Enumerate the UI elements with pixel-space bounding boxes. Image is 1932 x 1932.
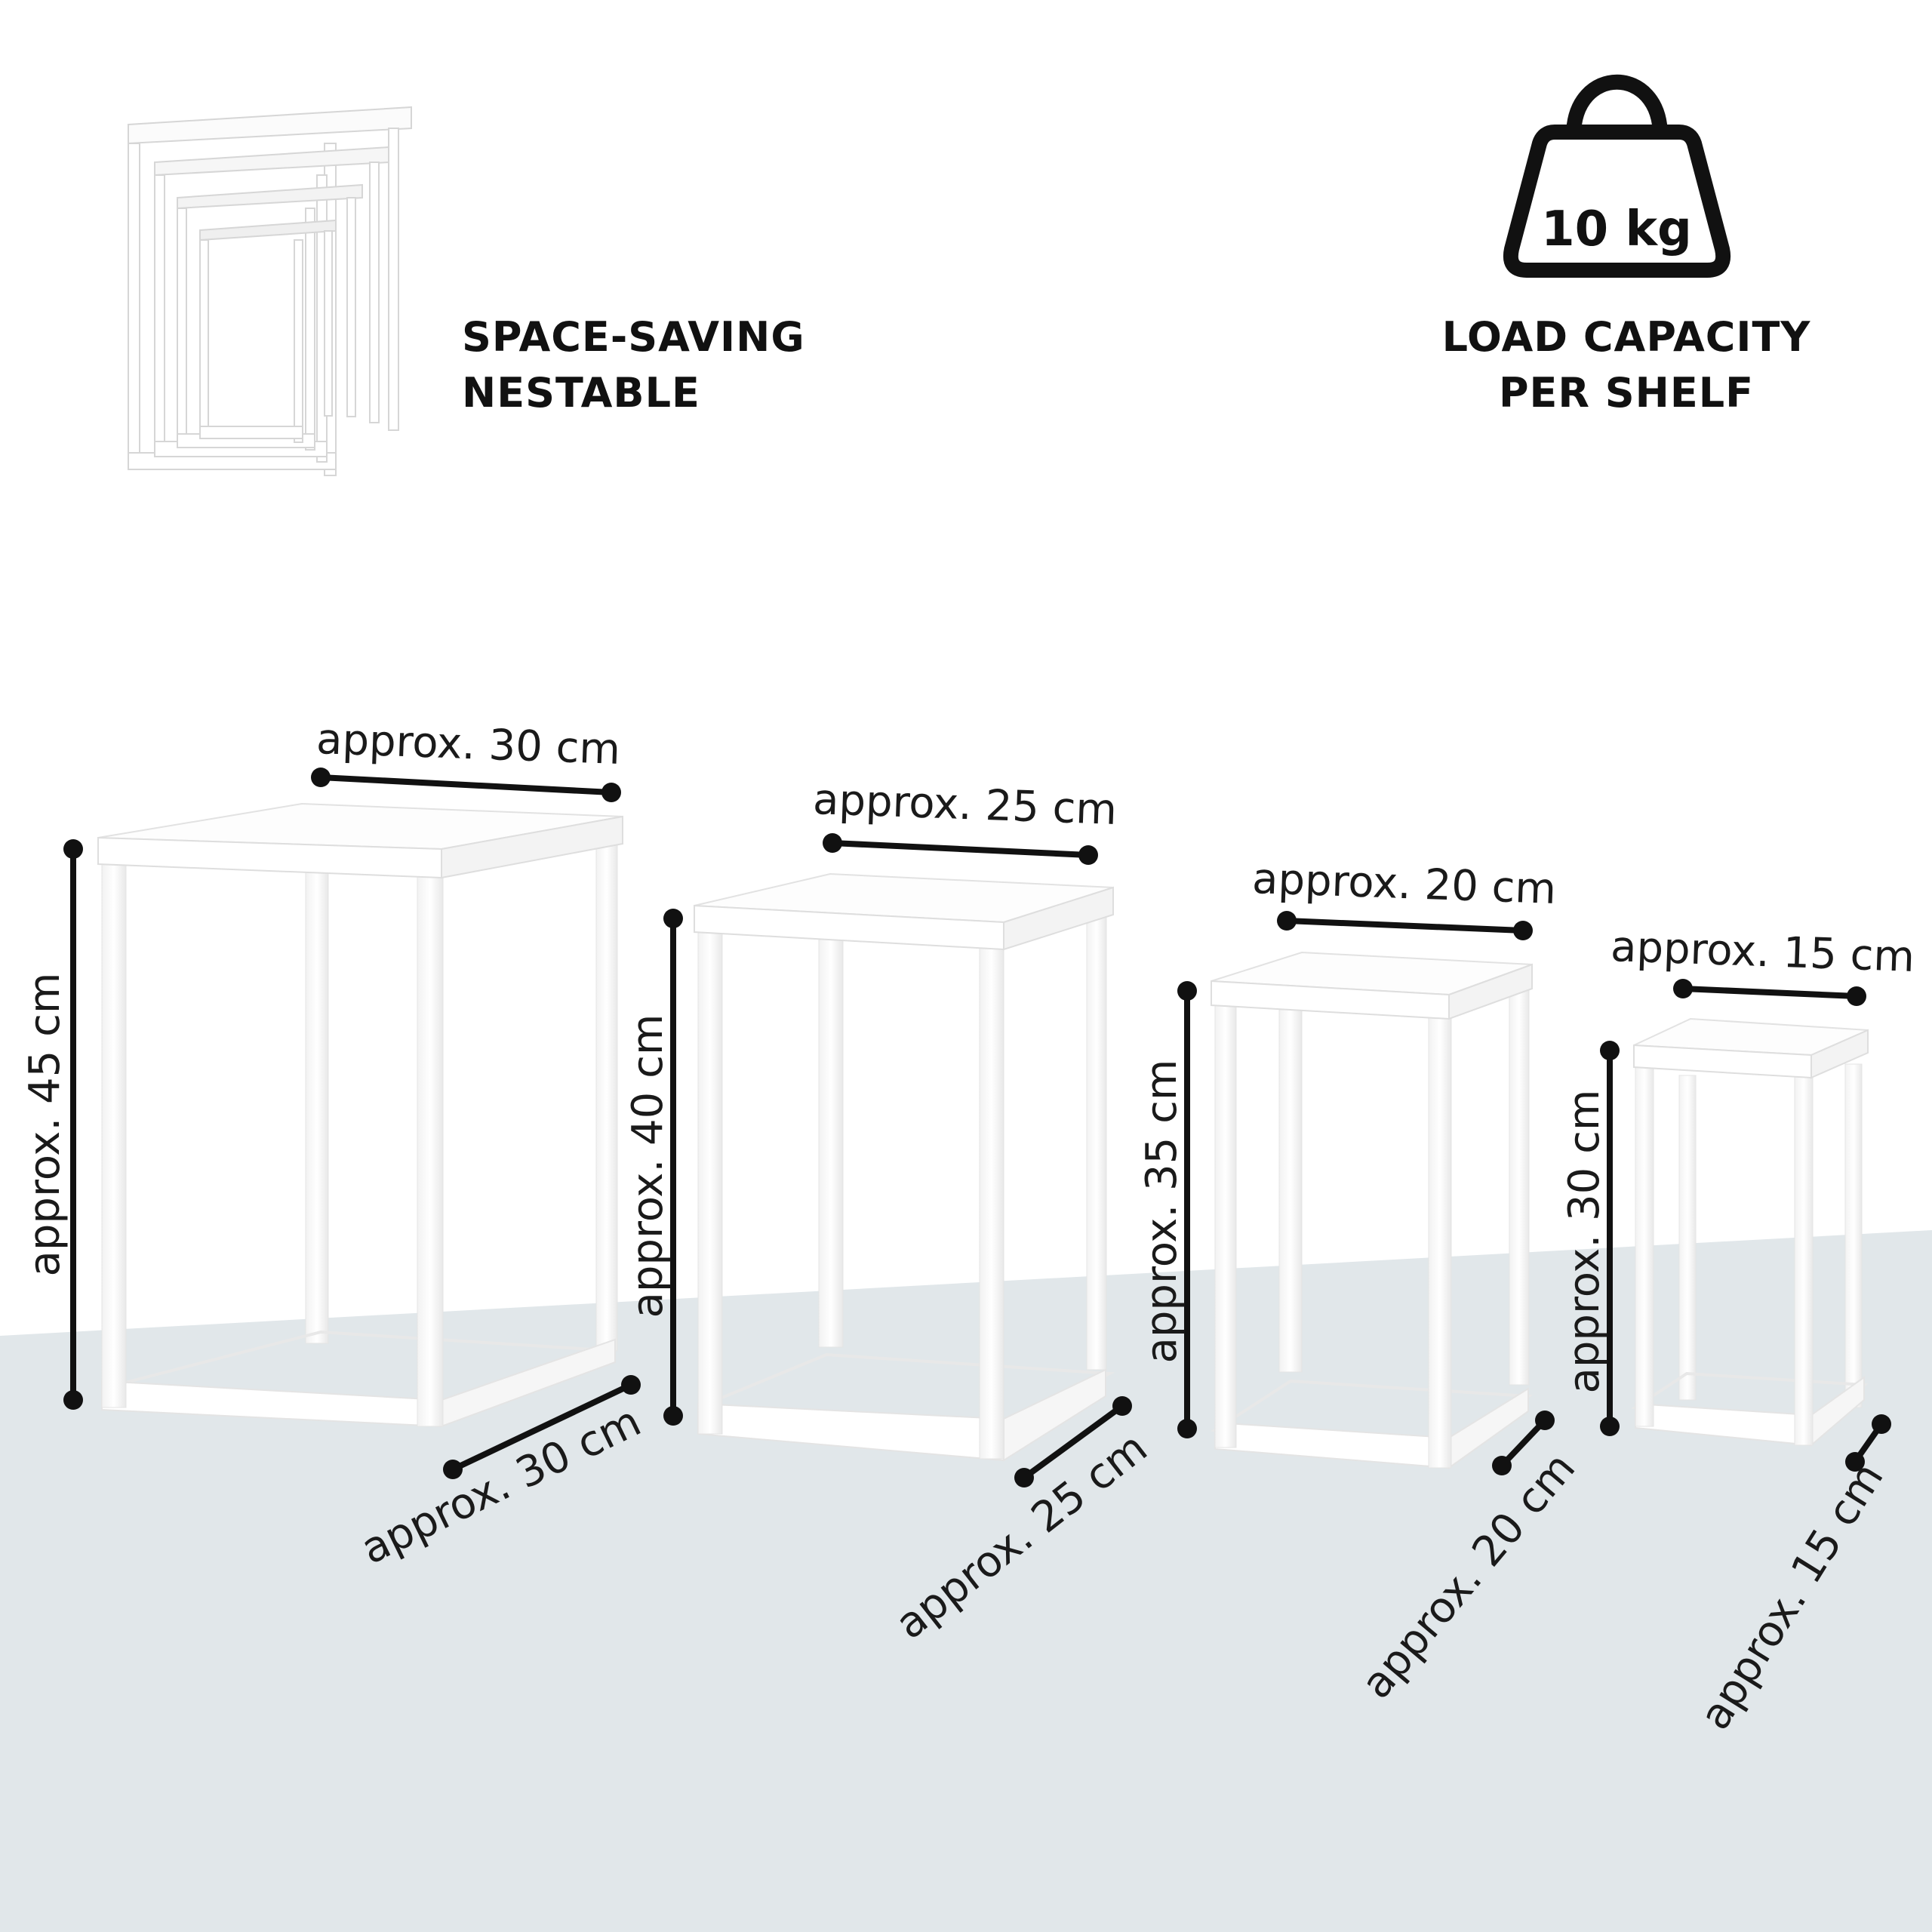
nested-tables-icon — [128, 106, 412, 476]
table-2-height-label: approx. 40 cm — [623, 1014, 672, 1318]
load-capacity-line-2: PER SHELF — [1498, 369, 1755, 417]
space-saving-line-2: NESTABLE — [462, 369, 700, 417]
table-1-width-label: approx. 30 cm — [315, 715, 621, 774]
space-saving-label: SPACE-SAVING NESTABLE — [462, 309, 805, 421]
weight-icon: 10 kg — [1503, 74, 1730, 278]
table-large — [97, 802, 623, 1428]
table-small — [1210, 951, 1534, 1469]
table-4-width-label: approx. 15 cm — [1610, 922, 1915, 982]
table-tiny — [1631, 1017, 1869, 1447]
table-4-height-label: approx. 30 cm — [1560, 1090, 1609, 1394]
weight-value: 10 kg — [1541, 202, 1692, 257]
table-3-width-label: approx. 20 cm — [1251, 854, 1557, 914]
dimension-lines — [63, 768, 1891, 1487]
table-3-height-label: approx. 35 cm — [1137, 1060, 1186, 1364]
table-medium — [694, 872, 1115, 1462]
load-capacity-line-1: LOAD CAPACITY — [1441, 313, 1811, 361]
table-2-width-label: approx. 25 cm — [812, 775, 1118, 835]
table-1-height-label: approx. 45 cm — [20, 973, 69, 1277]
space-saving-line-1: SPACE-SAVING — [462, 313, 805, 361]
load-capacity-label: LOAD CAPACITY PER SHELF — [1411, 309, 1841, 421]
